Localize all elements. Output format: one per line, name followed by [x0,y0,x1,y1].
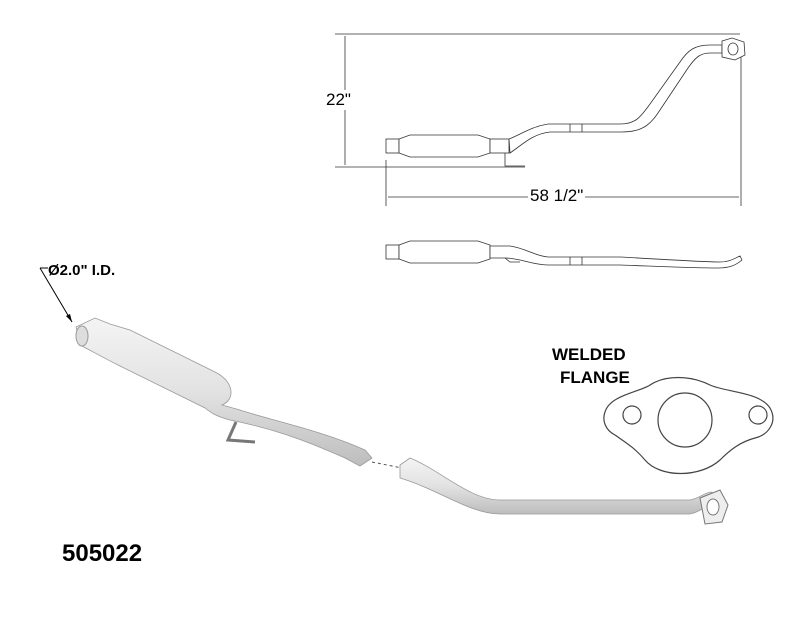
part-number: 505022 [62,540,143,567]
flange-label-line2: FLANGE [560,368,630,387]
diameter-callout: Ø2.0" I.D. [48,262,116,279]
top-view [335,33,746,269]
main-view [39,267,729,525]
length-dimension: 58 1/2" [528,186,586,206]
flange-drawing [603,376,774,475]
flange-label-line1: WELDED [552,345,626,364]
height-dimension: 22" [324,90,353,110]
